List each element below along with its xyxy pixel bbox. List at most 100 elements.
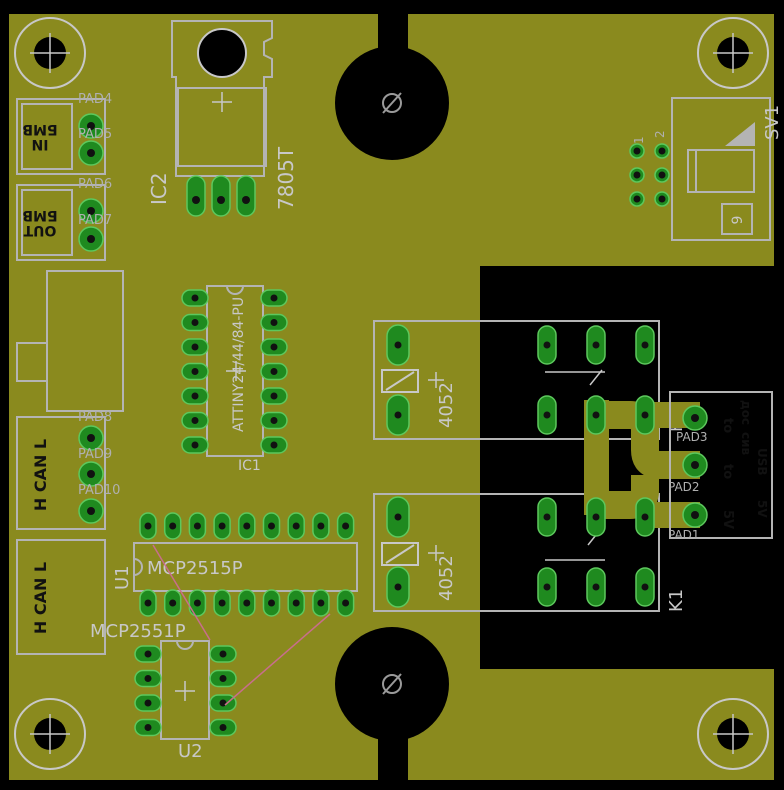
u1-pin-top-2-drill (169, 522, 177, 530)
ic1-pins (181, 289, 288, 454)
u2-pin-left-2-drill (144, 675, 152, 682)
ic1-pin-left-7-drill (191, 441, 199, 449)
sv1-header (671, 97, 771, 241)
airwires (152, 544, 331, 706)
relay-pad-4-drill (394, 583, 402, 591)
u1-pin-bottom-2-drill (169, 599, 177, 607)
pad6-label: PAD6 (78, 177, 112, 192)
output-connector (669, 391, 773, 539)
ic2-regulator (171, 20, 273, 217)
ic1-pin-right-7-drill (270, 441, 278, 449)
ic1-pin-right-6-drill (270, 417, 278, 424)
u1-pin-top-3-drill (193, 522, 201, 530)
u2-pin-right-2-drill (219, 675, 227, 682)
relay-pad-15-drill (592, 583, 600, 591)
relay-pad-13-drill (641, 513, 649, 521)
u2-label: U2 (178, 741, 203, 762)
u2-mcp2551 (160, 640, 210, 740)
relay-pad-9-drill (592, 411, 600, 419)
u2-pin-right-4-drill (219, 724, 227, 731)
relay-pad-14-drill (543, 583, 551, 591)
ic1-pin-left-6-drill (191, 417, 199, 424)
right-silk-mid1: дос (739, 400, 753, 425)
ic1-pin-right-2-drill (270, 319, 278, 326)
u1-pin-bottom-1-drill (144, 599, 152, 607)
right-silk-2: to (720, 464, 735, 479)
right-silk-mid3: USB (755, 448, 769, 476)
left-middle-component (16, 270, 124, 412)
u1-value: MCP2515P (147, 558, 243, 579)
u1-pin-bottom-5-drill (243, 599, 251, 607)
in-silk-line1: IN (32, 136, 49, 152)
relay-pad-10-drill (641, 411, 649, 419)
u1-pins (139, 512, 355, 617)
u2-value: MCP2551P (90, 621, 186, 642)
relay-k1-label: K1 (666, 589, 687, 612)
relay-pad-11-drill (543, 513, 551, 521)
relay-pad-6-drill (592, 341, 600, 349)
u1-pin-bottom-7-drill (292, 599, 300, 607)
u2-pin-left-4-drill (144, 724, 152, 731)
u1-pin-bottom-3-drill (193, 599, 201, 607)
right-silk-3: 5V (720, 510, 735, 529)
u1-pin-top-5-drill (243, 522, 251, 530)
relay-pad-16-drill (641, 583, 649, 591)
right-silk-mid4: 5V (755, 500, 769, 518)
pad8-label: PAD8 (78, 410, 112, 425)
u1-pin-bottom-4-drill (218, 599, 226, 607)
sv1-pin9-label: 9 (730, 216, 746, 225)
u2-pins (134, 645, 237, 737)
ic1-label: IC1 (238, 458, 261, 474)
mount-hole-bottom-right (697, 698, 769, 770)
relay-pad-8-drill (543, 411, 551, 419)
ic2-label: IC2 (147, 172, 171, 205)
u1-pin-top-1-drill (144, 522, 152, 530)
mount-hole-top-right (697, 17, 769, 89)
ic1-pin-right-4-drill (270, 368, 278, 375)
pad9-label: PAD9 (78, 447, 112, 462)
relay-k2-value: 4052 (436, 382, 457, 428)
pad5-label: PAD5 (78, 127, 112, 142)
pad2-label: PAD2 (668, 480, 700, 494)
relay-pad-7-drill (641, 341, 649, 349)
out-silk-line2: БМВ (22, 207, 57, 223)
connector-can-1 (16, 416, 106, 530)
sv1-pin1-label: 1 (632, 136, 646, 144)
large-hole-symbol-bottom (382, 673, 402, 695)
pad7-label: PAD7 (78, 213, 112, 228)
right-silk-1: to (720, 418, 735, 433)
u1-pin-bottom-9-drill (342, 599, 350, 607)
sv1-pin-b1-drill (658, 147, 666, 155)
mount-hole-bottom-left (14, 698, 86, 770)
in-silk-line2: БМВ (22, 121, 57, 137)
connector-out (16, 184, 106, 261)
sv1-pin2-label: 2 (653, 130, 667, 138)
u1-pin-bottom-6-drill (268, 599, 275, 607)
ic1-pin-right-3-drill (270, 343, 278, 351)
u2-pin-right-1-drill (219, 650, 227, 658)
sv1-pin-b3-drill (658, 195, 666, 203)
relay-pad-2-drill (394, 411, 402, 419)
u2-pin-left-3-drill (144, 699, 152, 707)
large-hole-symbol-top (382, 92, 402, 114)
ic1-pin-right-5-drill (270, 392, 278, 400)
u1-label: U1 (112, 565, 133, 590)
connector-in (16, 98, 106, 175)
ic1-pin-left-2-drill (191, 319, 199, 326)
relay-pads (386, 324, 655, 608)
u2-pin-left-1-drill (144, 650, 152, 658)
sv1-pin-a3-drill (633, 195, 641, 203)
ic2-value: 7805T (274, 146, 298, 210)
u1-pin-bottom-8-drill (317, 599, 325, 607)
ic1-value: ATTINY24/44/84-PU (231, 297, 247, 432)
u1-pin-top-7-drill (292, 522, 300, 530)
ic1-pin-right-1-drill (270, 294, 278, 302)
mount-hole-top-left (14, 17, 86, 89)
u1-pin-top-8-drill (317, 522, 325, 530)
pad1-label: PAD1 (668, 528, 700, 542)
ic1-pin-left-5-drill (191, 392, 199, 400)
right-silk-mid2: сив (739, 432, 753, 456)
sv1-pin-a2-drill (633, 171, 641, 179)
connector-can-2 (16, 539, 106, 655)
